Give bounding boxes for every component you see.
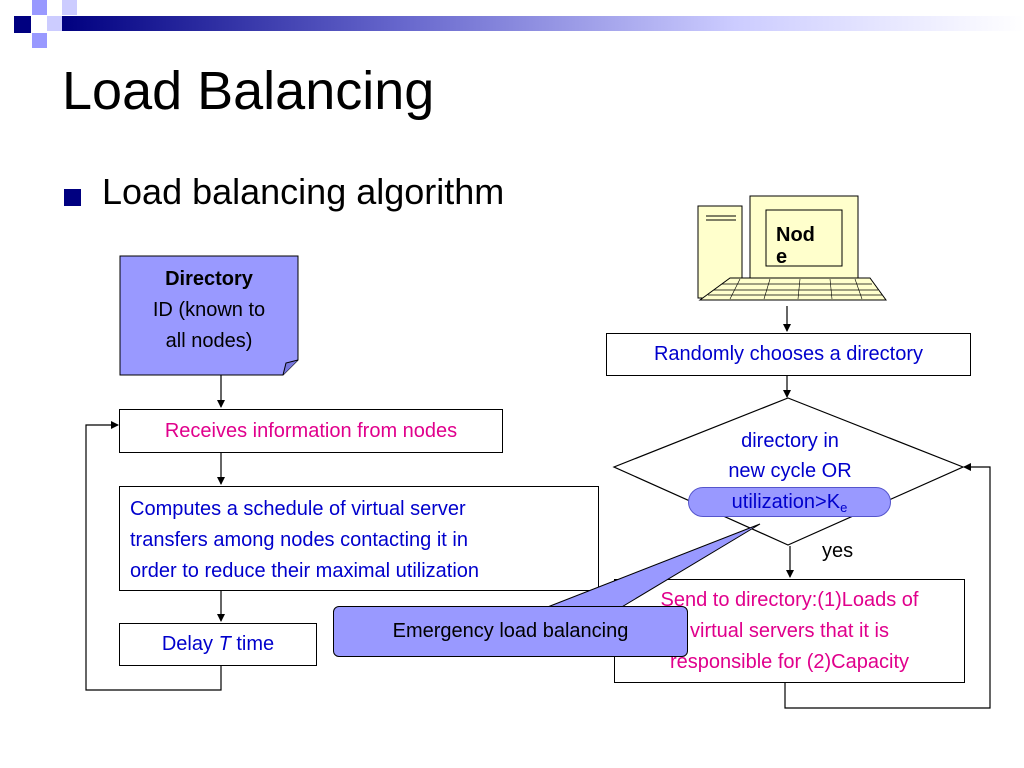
directory-note-line2: ID (known to [152,299,266,321]
bullet-square-icon [64,189,81,206]
decision-subscript: e [840,500,848,515]
delay-variable: T [218,633,231,655]
yes-label: yes [822,540,854,562]
computes-box: Computes a schedule of virtual server tr… [119,486,599,591]
bullet-text: Load balancing algorithm [102,171,505,212]
deco-square [14,16,31,33]
computer-node-icon [697,195,887,301]
delay-box: Delay T time [119,623,317,666]
loop-back-left [85,421,222,691]
computes-line2: transfers among nodes contacting it in [130,529,468,551]
receives-box: Receives information from nodes [119,409,503,453]
computes-line3: order to reduce their maximal utilizatio… [130,560,480,582]
deco-square [32,0,47,15]
decision-diamond [612,397,965,546]
decision-text: directory in new cycle OR [680,426,900,486]
receives-text: Receives information from nodes [164,420,458,442]
deco-square [47,16,62,31]
random-directory-box: Randomly chooses a directory [606,333,971,376]
emergency-callout: Emergency load balancing [333,606,688,657]
deco-square [32,33,47,48]
emergency-callout-text: Emergency load balancing [392,620,629,642]
send-line1: Send to directory:(1)Loads of [660,589,919,611]
delay-suffix: time [230,633,275,655]
node-label-line2: e [776,246,788,268]
node-label: Nod e [776,221,815,271]
loop-back-right [784,463,991,709]
computes-line1: Computes a schedule of virtual server [130,498,466,520]
decision-line3: utilization>K [731,491,841,513]
send-line2: virtual servers that it is [690,620,889,642]
directory-note-title: Directory [165,268,253,290]
directory-note: Directory ID (known to all nodes) [120,264,298,357]
directory-note-line3: all nodes) [165,330,253,352]
send-line3: responsible for (2)Capacity [670,651,909,673]
decision-line2: new cycle OR [728,460,852,482]
page-title: Load Balancing [62,61,435,121]
node-label-line1: Nod [776,224,815,246]
delay-prefix: Delay [161,633,219,655]
title-decoration [0,0,1024,50]
deco-square [62,0,77,15]
random-directory-text: Randomly chooses a directory [653,343,923,365]
decision-line1: directory in [741,430,839,452]
send-box: Send to directory:(1)Loads of virtual se… [614,579,965,683]
decision-utilization-pill: utilization>Ke [688,487,891,517]
deco-bar [62,16,1024,31]
